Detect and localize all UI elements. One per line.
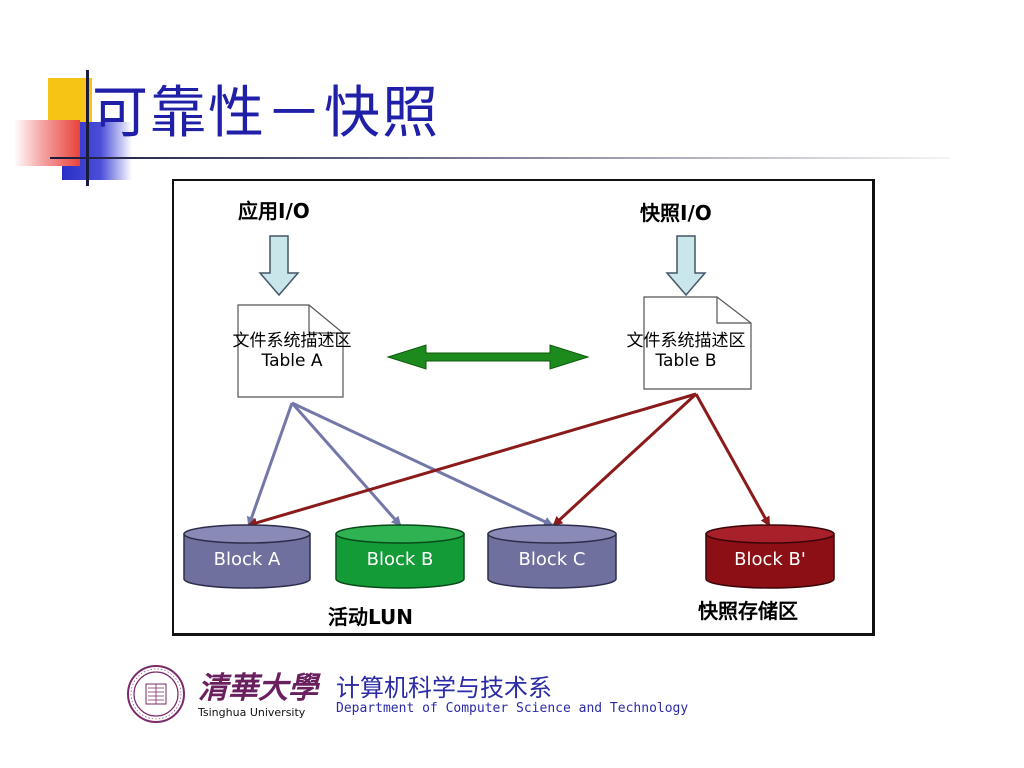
arrow-table-b-to-block-c <box>552 392 698 527</box>
block-b-prime-label: Block B' <box>734 549 806 570</box>
sync-double-arrow <box>386 344 590 370</box>
arrow-table-b-to-block-b-prime <box>694 393 771 527</box>
decor-yellow-square <box>48 78 92 122</box>
tsinghua-seal-icon <box>127 665 185 723</box>
block-c-cylinder <box>487 524 617 589</box>
diagram-graphics <box>183 235 835 589</box>
arrow-table-a-to-block-b <box>290 402 402 527</box>
table-b-document-icon <box>643 296 752 390</box>
snapshot-diagram: 应用I/O 快照I/O 文件系统描述区 Table A 文件系统描述区 Tabl… <box>172 179 875 636</box>
slide-title: 可靠性－快照 <box>92 81 440 146</box>
snapshot-io-label: 快照I/O <box>640 201 712 225</box>
decor-red-square <box>14 120 80 166</box>
logo-text: 清華大學 <box>198 671 321 706</box>
block-c-label: Block C <box>518 549 586 570</box>
department-name-en: Department of Computer Science and Techn… <box>336 701 689 716</box>
block-a-cylinder <box>183 524 311 589</box>
table-b-name: Table B <box>655 351 717 371</box>
block-a-label: Block A <box>213 549 281 570</box>
table-b-label: 文件系统描述区 Table B <box>596 331 776 371</box>
table-a-title: 文件系统描述区 <box>232 331 352 351</box>
arrow-table-b-to-block-a <box>247 392 697 528</box>
table-a-document-icon <box>237 304 344 398</box>
table-b-title: 文件系统描述区 <box>626 331 746 351</box>
title-underline <box>50 157 950 159</box>
block-b-prime-cylinder <box>705 524 835 589</box>
app-io-label: 应用I/O <box>238 199 310 223</box>
decor-vertical-line <box>86 70 89 186</box>
arrow-table-a-to-block-c <box>291 401 554 527</box>
active-lun-label: 活动LUN <box>328 605 414 629</box>
snapshot-storage-label: 快照存储区 <box>698 599 798 623</box>
snapshot-io-down-arrow <box>665 235 707 297</box>
arrow-table-a-to-block-a <box>246 402 294 527</box>
table-a-name: Table A <box>261 351 323 371</box>
table-a-label: 文件系统描述区 Table A <box>202 331 382 371</box>
university-name: Tsinghua University <box>198 706 306 719</box>
tsinghua-calligraphy-logo: 清華大學 <box>198 671 321 706</box>
department-name-cn: 计算机科学与技术系 <box>336 674 552 702</box>
block-b-label: Block B <box>366 549 434 570</box>
block-b-cylinder <box>335 524 465 589</box>
app-io-down-arrow <box>258 235 300 297</box>
